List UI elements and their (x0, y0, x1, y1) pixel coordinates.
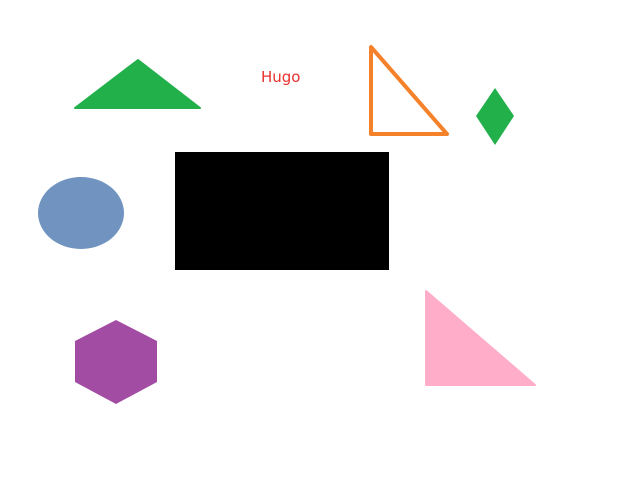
hugo-label: Hugo (261, 68, 301, 86)
green-triangle (74, 59, 201, 109)
pink-triangle (425, 290, 536, 386)
green-diamond (476, 88, 514, 145)
blue-ellipse (38, 177, 124, 249)
purple-hexagon (75, 320, 157, 404)
black-rectangle (175, 152, 389, 270)
orange-triangle-outline (369, 45, 449, 136)
